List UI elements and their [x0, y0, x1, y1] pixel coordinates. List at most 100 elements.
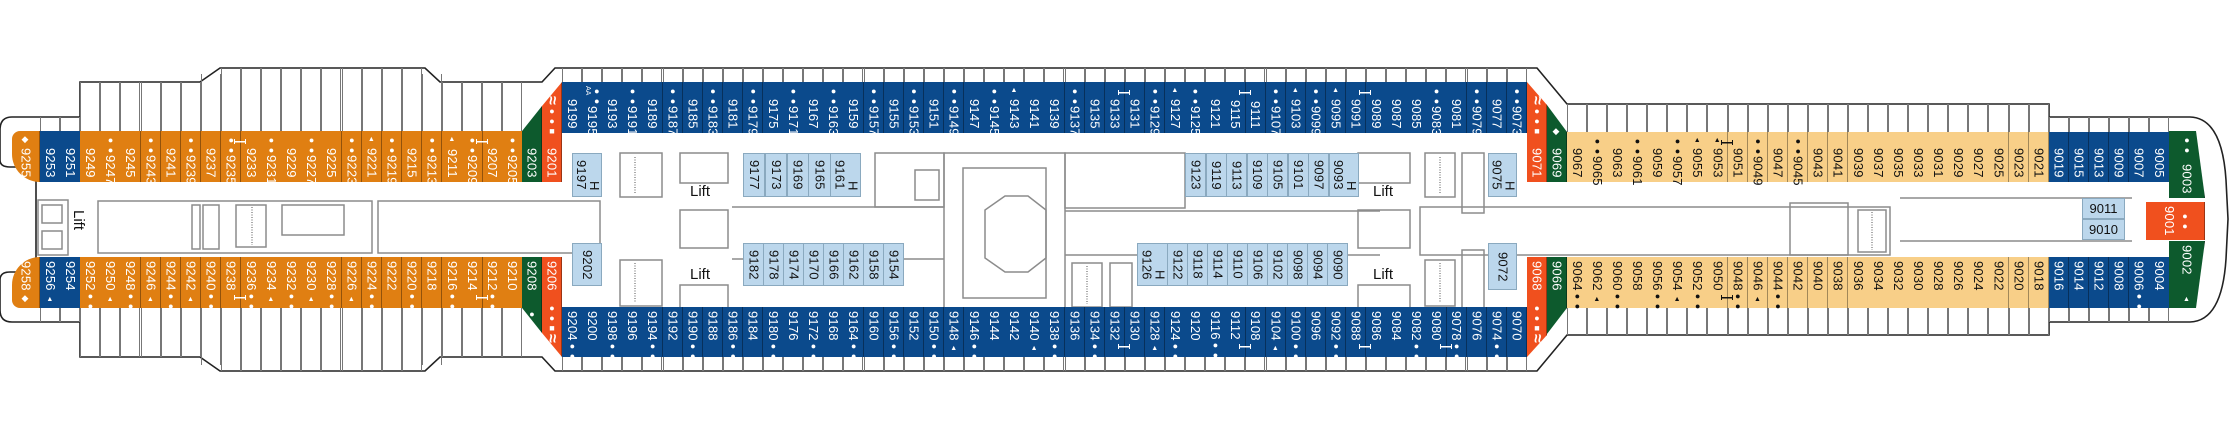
cabin-9188[interactable]: 9188	[702, 307, 724, 357]
cabin-9096[interactable]: 9096	[1305, 307, 1327, 357]
cabin-9150[interactable]: 9150●●	[923, 307, 945, 361]
cabin-9136[interactable]: 9136	[1064, 307, 1086, 357]
cabin-9106[interactable]: 9106	[1247, 243, 1268, 286]
cabin-9073[interactable]: ●●9073	[1506, 82, 1528, 136]
cabin-9050[interactable]: 9050	[1707, 257, 1734, 308]
cabin-9177[interactable]: 9177	[743, 153, 766, 197]
cabin-9162[interactable]: 9162	[843, 243, 864, 286]
cabin-9206[interactable]: 9206●●■≈	[542, 257, 562, 357]
cabin-9068[interactable]: 9068●●■≈	[1527, 257, 1547, 357]
cabin-9232[interactable]: 9232●●	[281, 257, 302, 311]
cabin-9229[interactable]: 9229	[281, 131, 302, 182]
cabin-9087[interactable]: 9087	[1386, 82, 1407, 133]
cabin-9007[interactable]: 9007	[2128, 132, 2150, 182]
cabin-9108[interactable]: 9108	[1245, 307, 1266, 357]
cabin-9092[interactable]: 9092●●	[1325, 307, 1347, 361]
cabin-9230[interactable]: 9230▲	[301, 257, 322, 308]
cabin-9034[interactable]: 9034	[1868, 257, 1889, 308]
cabin-9054[interactable]: 9054▲	[1667, 257, 1688, 308]
cabin-9100[interactable]: 9100●●	[1285, 307, 1307, 361]
cabin-9193[interactable]: 9193	[602, 82, 623, 133]
cabin-9168[interactable]: 9168	[823, 307, 844, 357]
cabin-9189[interactable]: 9189	[642, 82, 663, 133]
cabin-9014[interactable]: 9014	[2068, 257, 2090, 308]
cabin-9167[interactable]: 9167	[803, 82, 824, 133]
cabin-9178[interactable]: 9178	[763, 243, 784, 286]
cabin-9076[interactable]: 9076	[1466, 307, 1488, 357]
cabin-9157[interactable]: ●●9157	[863, 82, 885, 136]
cabin-9061[interactable]: ●●9061	[1627, 132, 1648, 186]
cabin-9218[interactable]: 9218	[421, 257, 443, 308]
cabin-9110[interactable]: 9110	[1227, 243, 1248, 286]
cabin-9154[interactable]: 9154	[883, 243, 904, 286]
cabin-9121[interactable]: 9121	[1205, 82, 1226, 133]
cabin-9153[interactable]: ●●9153	[903, 82, 925, 136]
cabin-9064[interactable]: 9064●●	[1567, 257, 1588, 311]
cabin-9148[interactable]: 9148▲	[943, 307, 965, 357]
cabin-9077[interactable]: 9077	[1486, 82, 1508, 133]
cabin-9082[interactable]: 9082●●	[1406, 307, 1427, 361]
cabin-9213[interactable]: ●●9213	[421, 131, 443, 185]
cabin-9237[interactable]: 9237	[200, 131, 222, 182]
cabin-9187[interactable]: ●●9187	[662, 82, 684, 136]
cabin-9169[interactable]: 9169	[786, 153, 809, 197]
cabin-9019[interactable]: 9019	[2048, 132, 2070, 182]
cabin-9097[interactable]: 9097	[1308, 153, 1329, 197]
cabin-9060[interactable]: 9060●●	[1607, 257, 1628, 311]
cabin-9159[interactable]: 9159	[843, 82, 864, 133]
cabin-9083[interactable]: ●●9083	[1426, 82, 1447, 136]
cabin-9214[interactable]: 9214	[462, 257, 488, 308]
cabin-9200[interactable]: 9200	[582, 307, 603, 357]
cabin-9102[interactable]: 9102	[1267, 243, 1288, 286]
cabin-9186[interactable]: 9186●●	[722, 307, 744, 361]
cabin-9179[interactable]: ●●9179	[742, 82, 764, 136]
cabin-9194[interactable]: 9194●●	[642, 307, 663, 361]
cabin-9132[interactable]: 9132	[1104, 307, 1131, 357]
cabin-9028[interactable]: 9028	[1928, 257, 1949, 308]
cabin-9044[interactable]: 9044●●	[1767, 257, 1789, 311]
cabin-9180[interactable]: 9180●●	[763, 307, 784, 361]
cabin-9155[interactable]: 9155	[883, 82, 905, 133]
cabin-9122[interactable]: 9122	[1167, 243, 1188, 286]
cabin-9098[interactable]: 9098	[1287, 243, 1308, 286]
cabin-9198[interactable]: 9198●●	[602, 307, 623, 361]
cabin-9247[interactable]: ●●9247	[100, 131, 121, 185]
cabin-9140[interactable]: 9140▲	[1024, 307, 1045, 357]
cabin-9255[interactable]: ◆9255	[12, 131, 40, 182]
cabin-9071[interactable]: ≈●●■9071	[1527, 82, 1547, 182]
cabin-9135[interactable]: 9135	[1084, 82, 1106, 133]
cabin-9032[interactable]: 9032	[1888, 257, 1909, 308]
cabin-9081[interactable]: 9081	[1446, 82, 1467, 133]
cabin-9216[interactable]: 9216●●	[442, 257, 463, 311]
cabin-9012[interactable]: 9012	[2088, 257, 2110, 308]
cabin-9056[interactable]: 9056●●	[1647, 257, 1668, 311]
cabin-9030[interactable]: 9030	[1908, 257, 1929, 308]
cabin-9101[interactable]: 9101	[1287, 153, 1309, 197]
cabin-9011[interactable]: 9011	[2082, 198, 2125, 219]
cabin-9016[interactable]: 9016	[2048, 257, 2070, 308]
cabin-9241[interactable]: 9241	[160, 131, 182, 182]
cabin-9086[interactable]: 9086	[1366, 307, 1387, 357]
cabin-9215[interactable]: 9215	[401, 131, 423, 182]
cabin-9021[interactable]: 9021	[2028, 132, 2050, 182]
cabin-9220[interactable]: 9220●●	[401, 257, 423, 311]
cabin-9127[interactable]: ▲9127	[1165, 82, 1186, 133]
cabin-9219[interactable]: ●●9219	[381, 131, 403, 185]
cabin-9046[interactable]: 9046▲	[1747, 257, 1769, 308]
cabin-9252[interactable]: 9252●●	[80, 257, 101, 311]
cabin-9041[interactable]: 9041	[1827, 132, 1849, 182]
cabin-9107[interactable]: ●●9107	[1265, 82, 1287, 136]
cabin-9078[interactable]: 9078●●	[1446, 307, 1467, 361]
cabin-9184[interactable]: 9184	[742, 307, 764, 357]
cabin-9160[interactable]: 9160	[863, 307, 885, 357]
cabin-9015[interactable]: 9015	[2068, 132, 2090, 182]
cabin-9130[interactable]: 9130	[1124, 307, 1146, 357]
cabin-9258[interactable]: 9258◆	[12, 257, 40, 308]
cabin-9037[interactable]: 9037	[1868, 132, 1889, 182]
cabin-9008[interactable]: 9008	[2108, 257, 2130, 308]
cabin-9125[interactable]: ●●9125	[1185, 82, 1206, 136]
cabin-9031[interactable]: 9031	[1928, 132, 1949, 182]
cabin-9253[interactable]: 9253	[40, 131, 61, 182]
cabin-9018[interactable]: 9018	[2028, 257, 2050, 308]
